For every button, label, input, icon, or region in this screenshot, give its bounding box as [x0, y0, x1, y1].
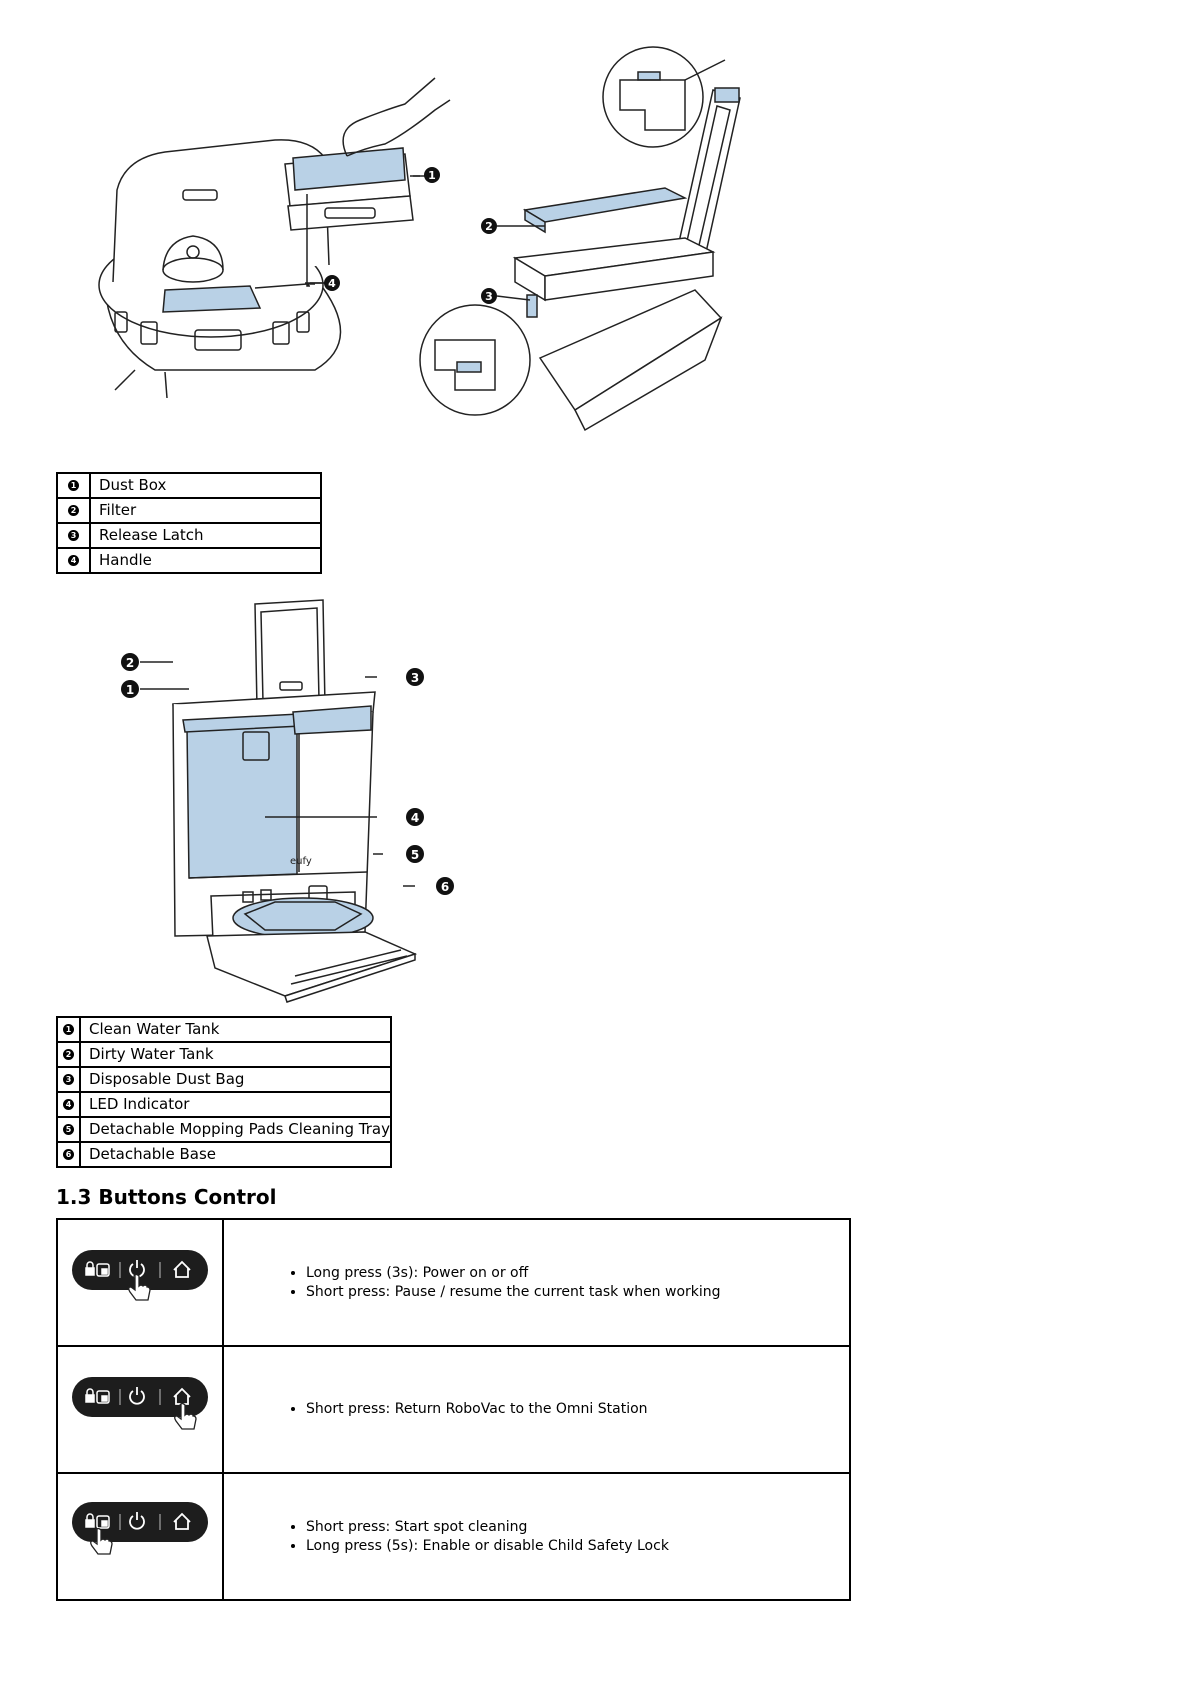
button-panel-cell	[56, 1345, 224, 1474]
callout-5	[406, 845, 424, 863]
pointing-hand-icon	[128, 1273, 151, 1301]
callout-badge: 2	[62, 1049, 74, 1060]
pointing-hand-icon	[90, 1527, 113, 1555]
callout-2-text: 2	[126, 656, 134, 670]
callout-1-text: 1	[126, 683, 134, 697]
table-row: 6 Detachable Base	[56, 1141, 393, 1168]
callout-6	[436, 877, 454, 895]
button-description-list: Short press: Start spot cleaning Long pr…	[284, 1518, 849, 1556]
table-row: Short press: Start spot cleaning Long pr…	[56, 1472, 851, 1601]
table-row: 1 Dust Box	[56, 472, 322, 499]
table-row: 3 Release Latch	[56, 522, 322, 549]
list-item: Long press (3s): Power on or off	[306, 1264, 849, 1283]
button-panel-home-pressed	[72, 1377, 208, 1430]
callout-3-text: 3	[411, 671, 419, 685]
home-icon	[173, 1512, 191, 1530]
table-row: 5 Detachable Mopping Pads Cleaning Tray	[56, 1116, 393, 1143]
callout-3-text: 3	[485, 290, 493, 303]
callout-2	[481, 218, 497, 234]
pointing-hand-icon	[174, 1402, 197, 1430]
legend-label: Clean Water Tank	[78, 1016, 393, 1043]
callout-2	[121, 653, 139, 671]
legend-label: Dust Box	[89, 472, 322, 499]
power-icon	[129, 1387, 145, 1405]
button-panel-cell	[56, 1218, 224, 1347]
callout-badge: 2	[68, 505, 79, 516]
station-figure: eufy 2 1 3 4 5 6	[121, 599, 454, 1003]
callout-badge: 4	[62, 1099, 74, 1110]
dustbox-figure: 1 4 2 3	[98, 46, 741, 432]
station-callouts: 2 1 3 4 5 6	[121, 653, 454, 895]
legend-label: Dirty Water Tank	[78, 1041, 393, 1068]
table-row: 4 Handle	[56, 547, 322, 574]
list-item: Short press: Pause / resume the current …	[306, 1283, 849, 1302]
callout-2-text: 2	[485, 220, 493, 233]
home-icon	[173, 1260, 191, 1278]
lock-icon	[85, 1388, 95, 1403]
callout-badge: 3	[68, 530, 79, 541]
list-item: Short press: Start spot cleaning	[306, 1518, 849, 1537]
button-panel-cell	[56, 1472, 224, 1601]
spot-clean-icon	[96, 1390, 110, 1404]
button-description-list: Short press: Return RoboVac to the Omni …	[284, 1400, 849, 1419]
callout-4-text: 4	[328, 277, 336, 290]
spot-clean-icon	[96, 1515, 110, 1529]
table-row: Long press (3s): Power on or off Short p…	[56, 1218, 851, 1347]
button-description-list: Long press (3s): Power on or off Short p…	[284, 1264, 849, 1302]
station-logo: eufy	[290, 856, 312, 867]
button-panel-spot-pressed	[72, 1502, 208, 1555]
section-heading: 1.3 Buttons Control	[56, 1185, 277, 1209]
callout-4	[406, 808, 424, 826]
figure1-callouts: 1 4 2 3	[324, 167, 497, 304]
buttons-control-table: Long press (3s): Power on or off Short p…	[56, 1218, 851, 1601]
legend-label: Disposable Dust Bag	[78, 1066, 393, 1093]
legend-label: LED Indicator	[78, 1091, 393, 1118]
callout-6-text: 6	[441, 880, 449, 894]
callout-badge: 1	[68, 480, 79, 491]
list-item: Short press: Return RoboVac to the Omni …	[306, 1400, 849, 1419]
table-row: 2 Dirty Water Tank	[56, 1041, 393, 1068]
callout-1	[424, 167, 440, 183]
legend-label: Detachable Mopping Pads Cleaning Tray	[78, 1116, 393, 1143]
button-description: Short press: Start spot cleaning Long pr…	[222, 1472, 851, 1601]
legend-label: Release Latch	[89, 522, 322, 549]
list-item: Long press (5s): Enable or disable Child…	[306, 1537, 849, 1556]
callout-badge: 3	[62, 1074, 74, 1085]
table-row: 3 Disposable Dust Bag	[56, 1066, 393, 1093]
callout-1-text: 1	[428, 169, 436, 182]
table-row: Short press: Return RoboVac to the Omni …	[56, 1345, 851, 1474]
callout-5-text: 5	[411, 848, 419, 862]
lock-icon	[85, 1261, 95, 1276]
callout-4-text: 4	[411, 811, 419, 825]
legend-label: Detachable Base	[78, 1141, 393, 1168]
station-legend: 1 Clean Water Tank 2 Dirty Water Tank 3 Dis…	[56, 1016, 393, 1168]
callout-4	[324, 275, 340, 291]
legend-label: Filter	[89, 497, 322, 524]
dustbox-legend: 1 Dust Box 2 Filter 3 Release Latch 4 Handle	[56, 472, 322, 574]
callout-3	[481, 288, 497, 304]
table-row: 4 LED Indicator	[56, 1091, 393, 1118]
table-row: 1 Clean Water Tank	[56, 1016, 393, 1043]
callout-badge: 5	[62, 1124, 74, 1135]
callout-badge: 4	[68, 555, 79, 566]
button-description: Short press: Return RoboVac to the Omni …	[222, 1345, 851, 1474]
callout-1	[121, 680, 139, 698]
callout-3	[406, 668, 424, 686]
table-row: 2 Filter	[56, 497, 322, 524]
callout-badge: 6	[62, 1149, 74, 1160]
legend-label: Handle	[89, 547, 322, 574]
spot-clean-icon	[96, 1263, 110, 1277]
power-icon	[129, 1512, 145, 1530]
lock-icon	[85, 1513, 95, 1528]
button-description: Long press (3s): Power on or off Short p…	[222, 1218, 851, 1347]
button-panel-power-pressed	[72, 1250, 208, 1301]
callout-badge: 1	[62, 1024, 74, 1035]
